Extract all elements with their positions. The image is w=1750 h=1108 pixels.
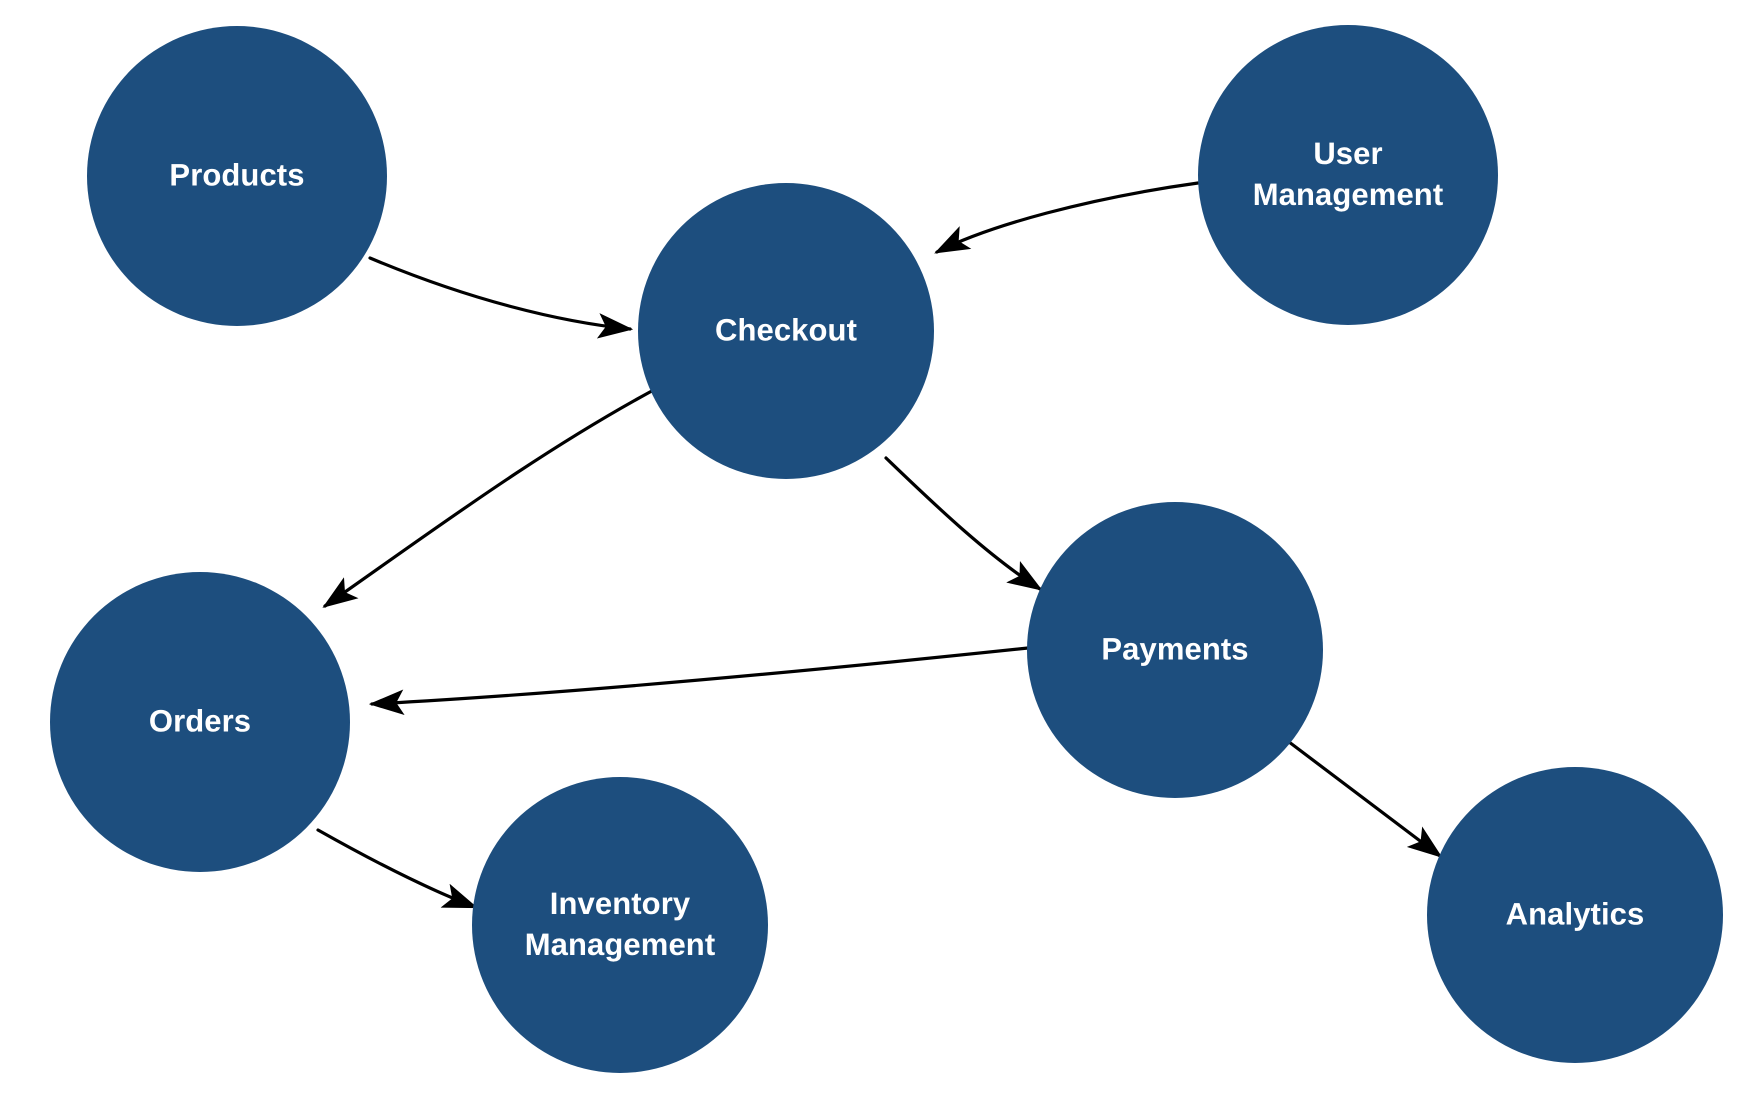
edge-payments-to-orders bbox=[368, 646, 1030, 716]
node-payments[interactable] bbox=[1027, 502, 1323, 798]
edge-checkout-to-orders bbox=[322, 383, 665, 608]
node-inventory-management[interactable] bbox=[472, 777, 768, 1073]
node-user-management[interactable] bbox=[1198, 25, 1498, 325]
edge-orders-to-inventory bbox=[316, 828, 478, 909]
node-orders[interactable] bbox=[50, 572, 350, 872]
node-checkout[interactable] bbox=[638, 183, 934, 479]
edge-products-to-checkout bbox=[368, 256, 634, 339]
edge-layer bbox=[316, 181, 1443, 909]
node-products[interactable] bbox=[87, 26, 387, 326]
edge-usermgmt-to-checkout bbox=[934, 181, 1200, 254]
node-analytics[interactable] bbox=[1427, 767, 1723, 1063]
edge-checkout-to-payments bbox=[884, 456, 1043, 591]
node-layer bbox=[50, 25, 1723, 1073]
edge-payments-to-analytics bbox=[1283, 737, 1443, 858]
